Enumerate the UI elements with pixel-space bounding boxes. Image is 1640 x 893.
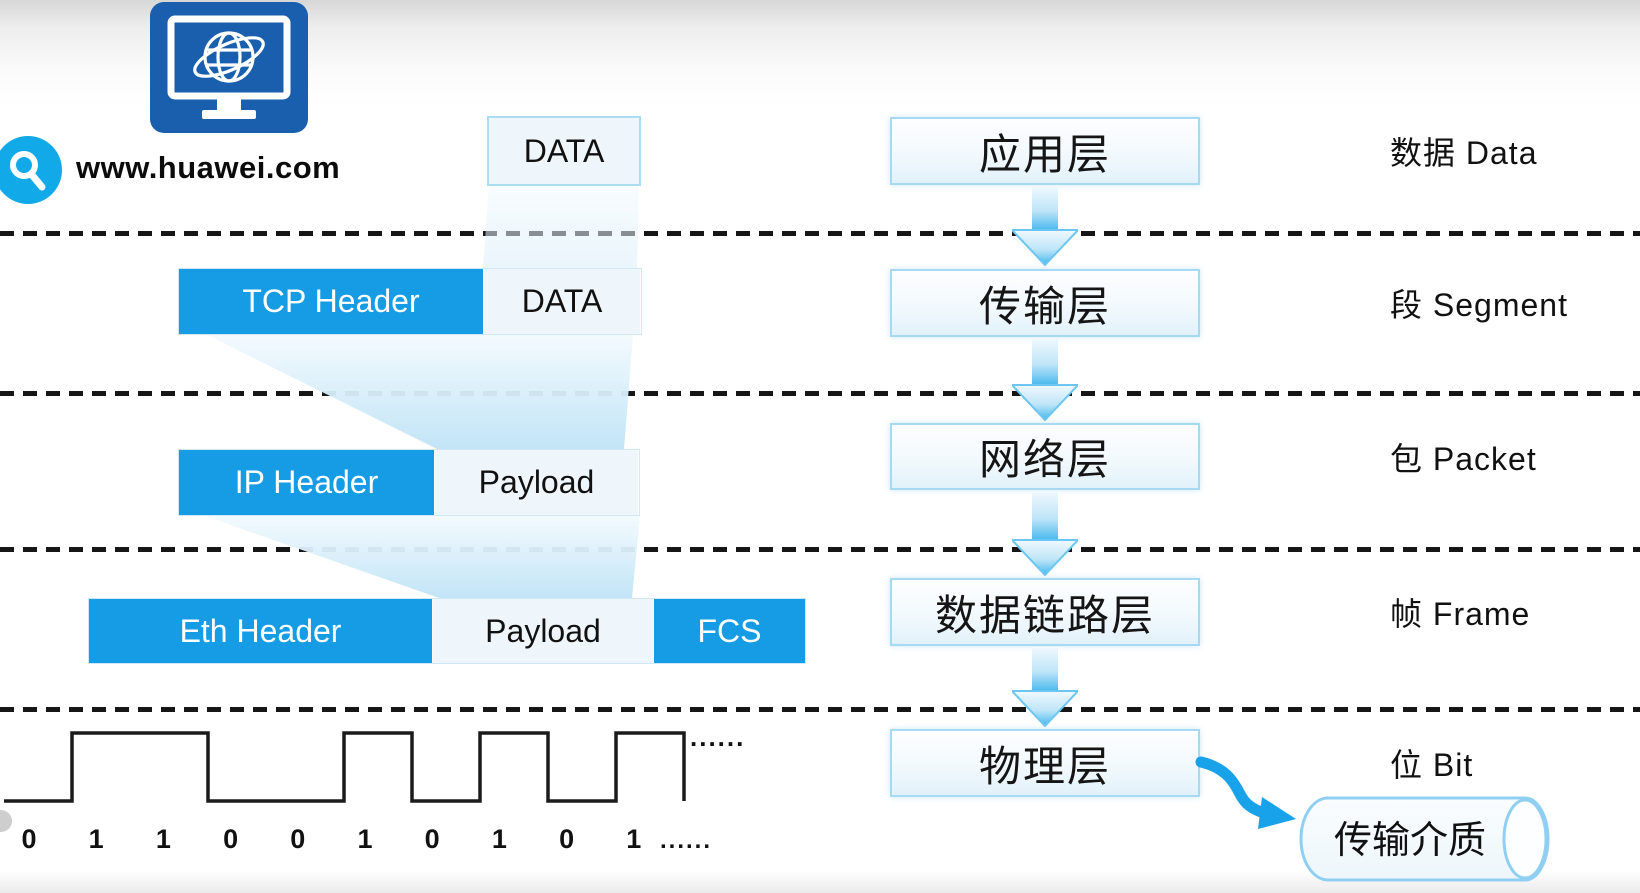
- dashed-separator-3: [0, 547, 1640, 552]
- bits-ellipsis: ......: [660, 827, 713, 854]
- tcp-header-segment: TCP Header: [179, 269, 483, 334]
- layer-box-transport: 传输层: [890, 269, 1200, 337]
- top-data-box: DATA: [487, 116, 641, 186]
- dashed-separator-1: [0, 231, 1640, 236]
- layer-box-physical: 物理层: [890, 729, 1200, 797]
- encapsulation-funnels: [205, 186, 640, 598]
- bit-label: 0: [290, 824, 306, 854]
- pdu-label-data: 数据 Data: [1390, 135, 1538, 171]
- pdu-label-frame: 帧 Frame: [1390, 596, 1531, 632]
- monitor-globe-icon: [150, 2, 308, 133]
- player-control-artifact: [0, 810, 12, 832]
- bit-waveform: [4, 731, 686, 803]
- physical-to-medium-arrow: [1195, 756, 1296, 829]
- eth-header-segment: Eth Header: [89, 599, 432, 663]
- down-arrow-4: [1012, 647, 1078, 727]
- frame-row-eth: Eth Header Payload FCS: [88, 598, 806, 664]
- dashed-separator-2: [0, 391, 1640, 396]
- bit-label: 1: [491, 824, 507, 854]
- bit-label: 1: [155, 824, 171, 854]
- ip-payload-segment: Payload: [434, 450, 639, 515]
- down-arrow-3: [1012, 491, 1078, 576]
- ip-to-eth-funnel: [205, 516, 640, 598]
- transmission-medium-cylinder: 传输介质: [1299, 796, 1550, 882]
- tcp-to-ip-funnel: [207, 335, 633, 449]
- bit-label: 1: [357, 824, 373, 854]
- segment-row-tcp: TCP Header DATA: [178, 268, 642, 335]
- url-label: www.huawei.com: [76, 150, 341, 185]
- pdu-label-packet: 包 Packet: [1390, 441, 1537, 477]
- bit-label: 0: [223, 824, 239, 854]
- down-arrow-1: [1012, 186, 1078, 266]
- pdu-label-segment: 段 Segment: [1390, 287, 1568, 323]
- eth-fcs-segment: FCS: [654, 599, 805, 663]
- layer-box-network: 网络层: [890, 423, 1200, 490]
- bit-label: 1: [88, 824, 104, 854]
- waveform-ellipsis: ......: [690, 722, 746, 752]
- layer-box-datalink: 数据链路层: [890, 578, 1200, 646]
- search-icon: [0, 136, 62, 204]
- bit-label: 0: [424, 824, 440, 854]
- data-to-tcp-connector: [483, 186, 639, 268]
- ip-header-segment: IP Header: [179, 450, 434, 515]
- packet-row-ip: IP Header Payload: [178, 449, 640, 516]
- layer-box-application: 应用层: [890, 117, 1200, 185]
- bit-label: 1: [626, 824, 642, 854]
- down-arrow-2: [1012, 338, 1078, 421]
- bit-label: 0: [21, 824, 37, 854]
- pdu-label-bit: 位 Bit: [1390, 747, 1474, 783]
- medium-label: 传输介质: [1334, 820, 1486, 862]
- tcp-data-segment: DATA: [483, 269, 641, 334]
- bit-label: 0: [559, 824, 575, 854]
- eth-payload-segment: Payload: [432, 599, 654, 663]
- dashed-separator-4: [0, 707, 1640, 712]
